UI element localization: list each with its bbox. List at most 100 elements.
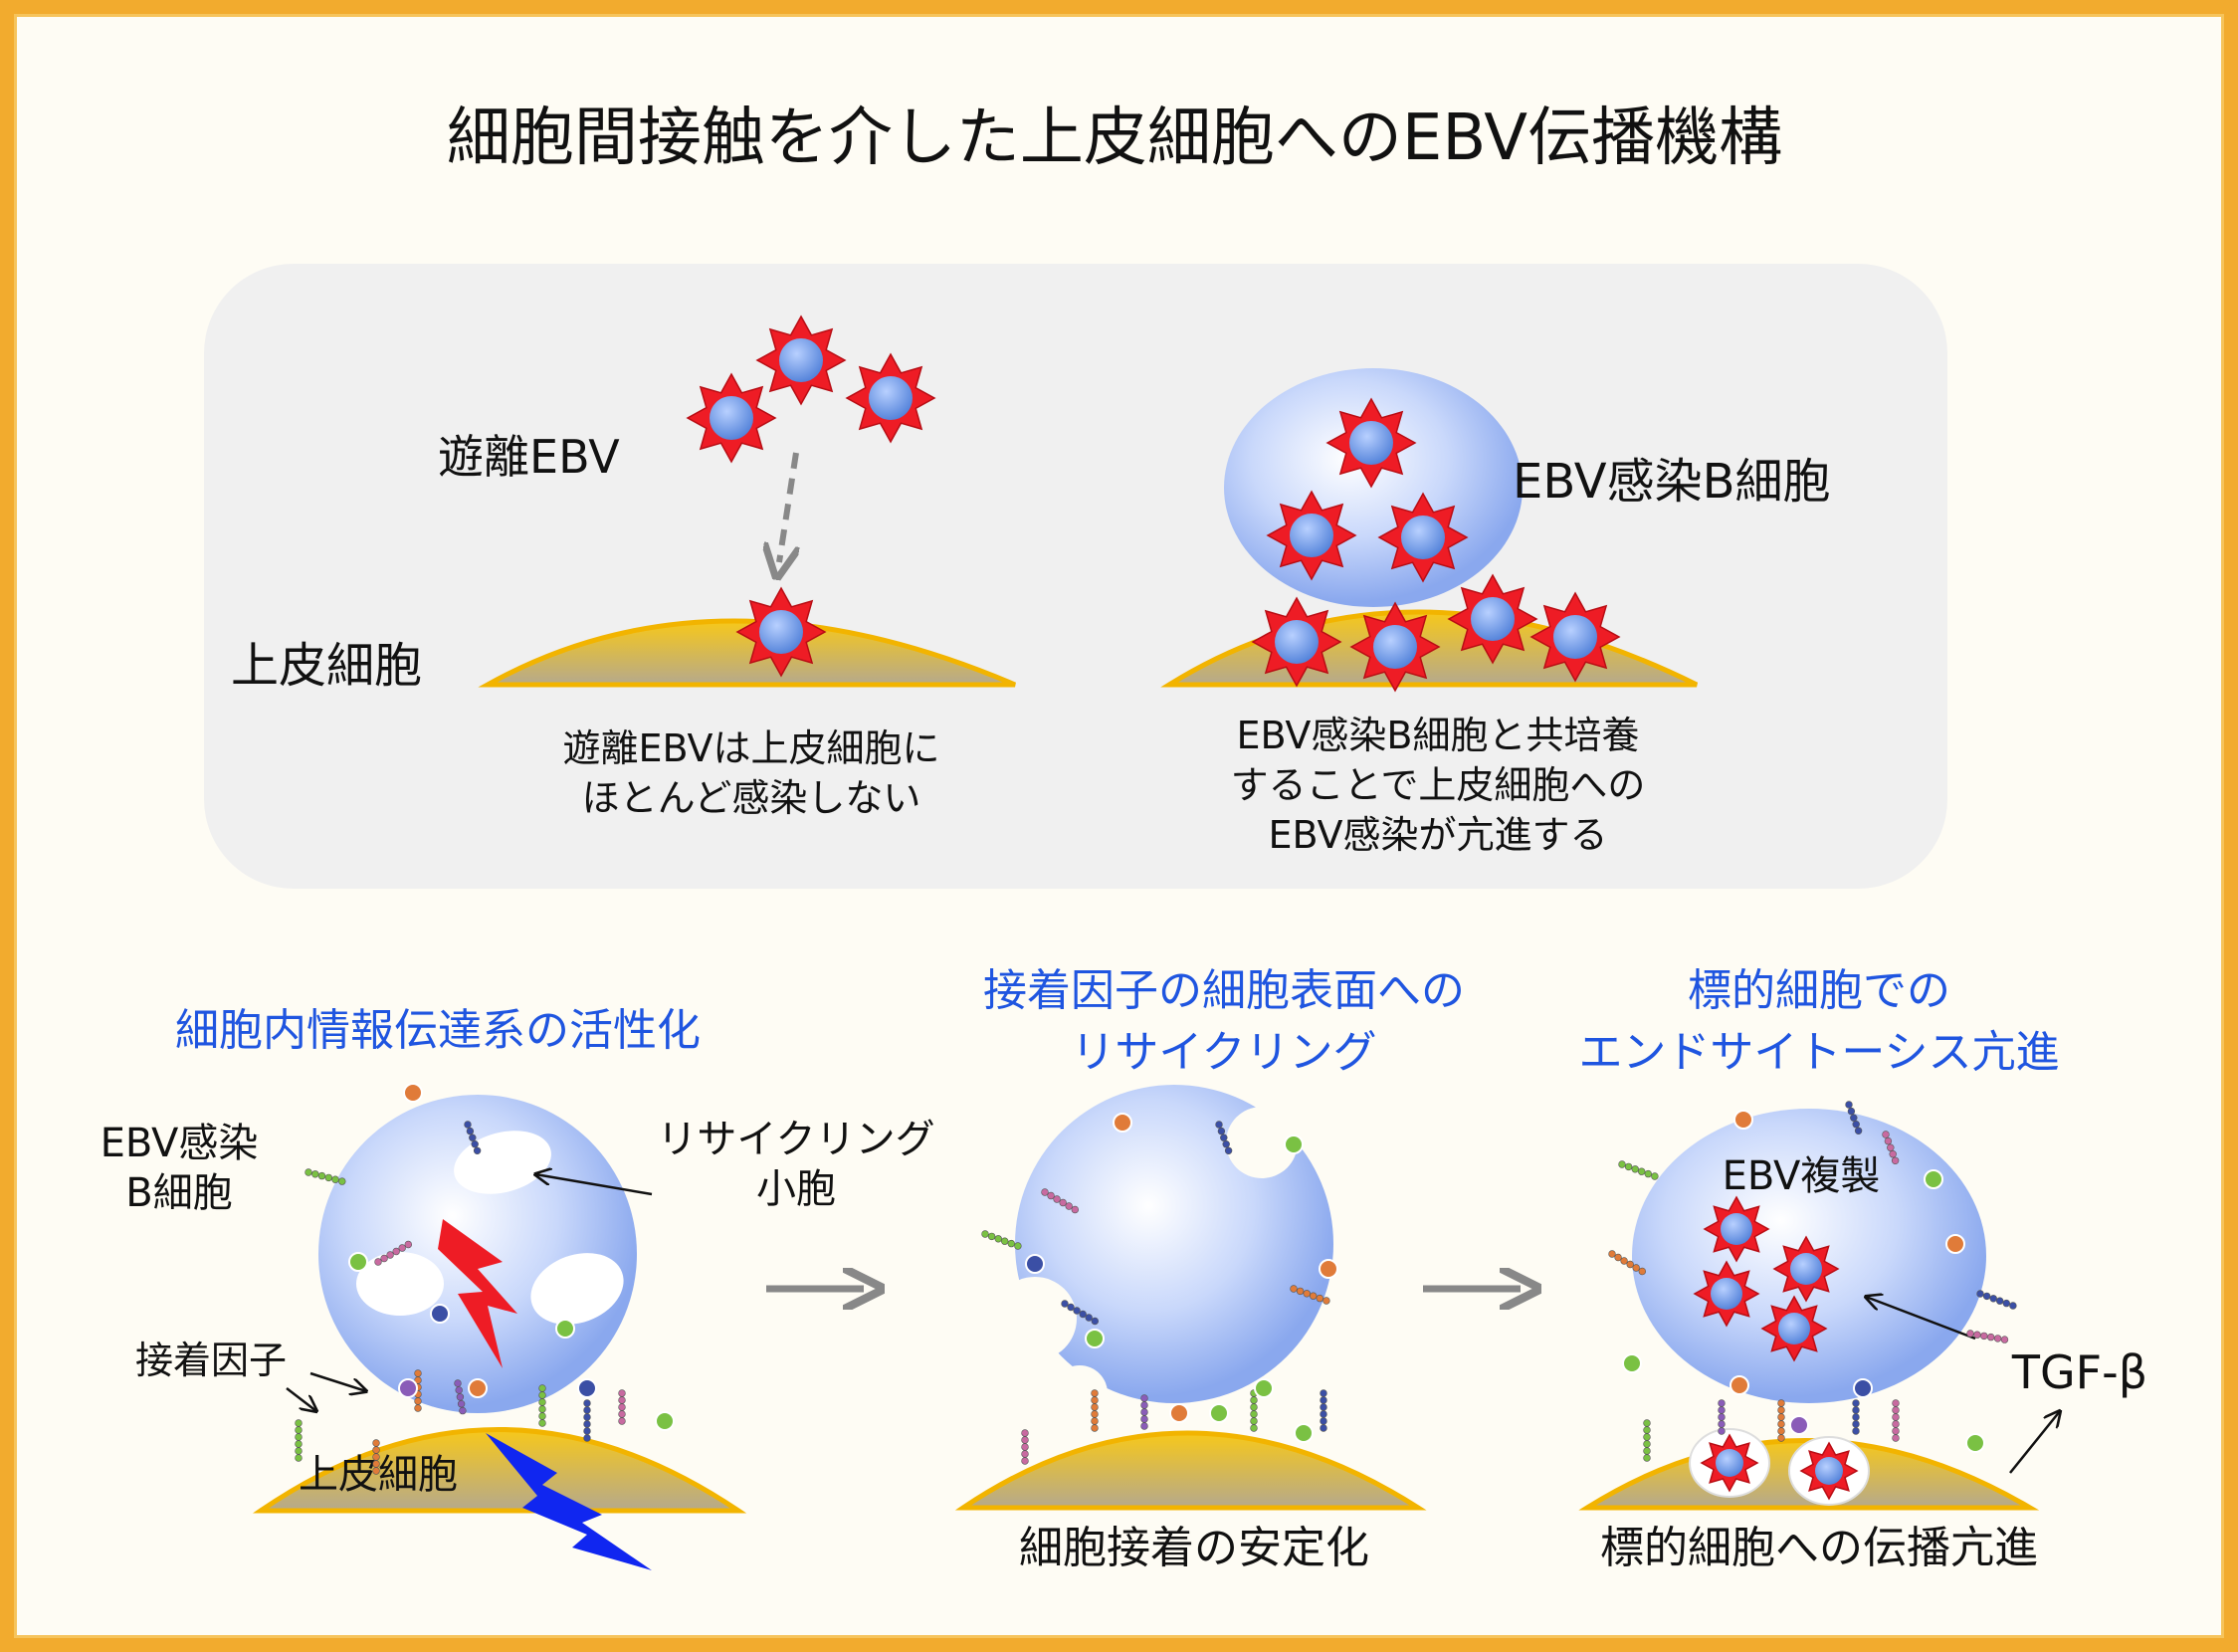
adhesion-molecule [1729, 1375, 1749, 1395]
adhesion-molecule [1025, 1254, 1045, 1274]
adhesion-molecule [577, 1378, 597, 1398]
ebv-virus-icon [1377, 492, 1469, 583]
adhesion-molecule [1608, 1250, 1647, 1276]
adhesion-molecule [1140, 1394, 1148, 1430]
adhesion-molecule [430, 1304, 450, 1324]
adhesion-molecule [1622, 1353, 1642, 1373]
adhesion-molecules [295, 1083, 2017, 1475]
right-caption-line3: EBV感染が亢進する [1269, 813, 1608, 857]
adhesion-molecule [1215, 1121, 1233, 1155]
step3-heading-line2: エンドサイトーシス亢進 [1578, 1027, 2059, 1078]
adhesion-molecule [538, 1384, 546, 1427]
adhesion-molecule [555, 1319, 575, 1339]
ebv-virus-icon [1693, 1260, 1760, 1328]
lightning-blue-icon [486, 1433, 652, 1570]
adhesion-molecule [1965, 1433, 1985, 1453]
infected-b-label-top: EBV感染B細胞 [1513, 454, 1831, 510]
adhesion-molecule [348, 1252, 368, 1272]
ebv-virus-icon [1266, 490, 1357, 581]
tgf-epithelial-arrow [2009, 1411, 2060, 1474]
step1-heading: 細胞内情報伝達系の活性化 [175, 1005, 701, 1056]
ebv-virus-icon [1703, 1195, 1770, 1263]
step2-caption: 細胞接着の安定化 [1019, 1523, 1369, 1573]
adhesion-molecule [403, 1083, 423, 1103]
ebv-virus-icon [1700, 1433, 1759, 1493]
infected-b-label-step1-line1: EBV感染 [101, 1121, 259, 1166]
adhesion-molecule [454, 1379, 467, 1415]
cell-membrane-indent [993, 1277, 1077, 1360]
ebv-virus-icon [1529, 591, 1621, 683]
ebv-virus-icon [735, 586, 827, 678]
dashed-arrow [779, 452, 796, 562]
adhesion-molecule [374, 1240, 412, 1266]
virus-particles [686, 314, 1859, 1501]
infected-b-label-step1-line2: B細胞 [125, 1170, 232, 1216]
ebv-virus-icon [1251, 596, 1342, 688]
adhesion-molecule [1924, 1169, 1943, 1189]
adhesion-molecule [1319, 1259, 1338, 1279]
adhesion-molecule [1882, 1131, 1900, 1165]
recycling-vesicle [530, 1253, 624, 1325]
step2-heading-line2: リサイクリング [1071, 1027, 1376, 1078]
left-caption-line2: ほとんど感染しない [582, 776, 921, 820]
vesicle-label-line2: 小胞 [756, 1166, 836, 1212]
adhesion-molecule [1618, 1160, 1659, 1180]
left-caption-line1: 遊離EBVは上皮細胞に [563, 726, 940, 770]
ebv-replication-label: EBV複製 [1723, 1153, 1881, 1199]
adhesion-molecule [1845, 1101, 1863, 1136]
adhesion-molecule [305, 1168, 346, 1185]
step2-heading-line1: 接着因子の細胞表面への [983, 965, 1465, 1016]
adhesion-molecule [1169, 1403, 1189, 1423]
recycling-vesicle [454, 1131, 551, 1194]
tgf-label: TGF-β [2011, 1345, 2147, 1399]
adhesion-molecule [1021, 1429, 1029, 1465]
adhesion-molecule [1209, 1403, 1229, 1423]
adhesion-pointer-arrow [309, 1371, 366, 1391]
adhesion-molecule [1945, 1234, 1965, 1254]
vesicle-label-line1: リサイクリング [657, 1117, 934, 1162]
cell-membrane-indent [1052, 1365, 1108, 1421]
ebv-virus-icon [1799, 1441, 1859, 1501]
adhesion-molecule [1284, 1135, 1304, 1154]
adhesion-molecule [1041, 1188, 1080, 1214]
adhesion-molecule [464, 1121, 482, 1155]
free-ebv-label: 遊離EBV [438, 430, 620, 484]
adhesion-molecule [1250, 1389, 1258, 1432]
adhesion-molecule [1320, 1389, 1327, 1432]
adhesion-molecule [655, 1411, 675, 1431]
ebv-virus-icon [1447, 573, 1538, 665]
ebv-virus-icon [1349, 601, 1441, 693]
adhesion-molecule [1294, 1423, 1314, 1443]
ebv-virus-icon [686, 372, 777, 464]
adhesion-molecule [1853, 1378, 1873, 1398]
ebv-virus-icon [1760, 1295, 1828, 1362]
right-caption-line2: することで上皮細胞への [1231, 763, 1646, 807]
adhesion-molecule [295, 1419, 303, 1462]
lightning-red-icon [438, 1219, 517, 1368]
adhesion-molecule [468, 1378, 488, 1398]
ebv-virus-icon [1772, 1235, 1840, 1303]
adhesion-molecule [1777, 1399, 1785, 1442]
adhesion-molecule [1085, 1329, 1105, 1348]
adhesion-molecule [398, 1378, 418, 1398]
adhesion-molecule [583, 1399, 591, 1442]
ebv-virus-icon [1325, 397, 1417, 489]
ebv-virus-icon [755, 314, 847, 406]
cell-membrane-indent [1226, 1107, 1298, 1178]
adhesion-molecule [1733, 1110, 1753, 1130]
page-title: 細胞間接触を介した上皮細胞へのEBV伝播機構 [447, 102, 1782, 175]
ebv-virus-icon [845, 352, 936, 444]
adhesion-molecule [618, 1389, 626, 1425]
adhesion-molecule [1976, 1290, 2017, 1310]
adhesion-molecule [1643, 1419, 1651, 1462]
adhesion-molecule [1852, 1399, 1860, 1435]
adhesion-molecule [1061, 1300, 1100, 1326]
adhesion-label: 接着因子 [135, 1339, 287, 1382]
recycling-vesicle [356, 1252, 444, 1316]
adhesion-molecule [1254, 1378, 1274, 1398]
adhesion-molecule [1290, 1285, 1330, 1305]
vesicle-pointer-arrow [535, 1174, 653, 1196]
adhesion-pointer-arrow [286, 1387, 316, 1411]
adhesion-molecule [1789, 1415, 1809, 1435]
epithelial-cell-step2 [954, 1430, 1427, 1511]
